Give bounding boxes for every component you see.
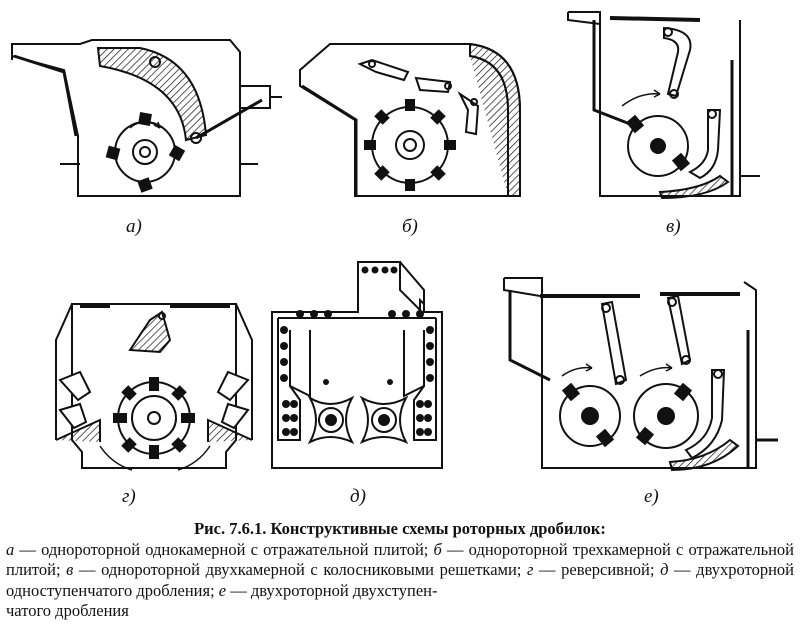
caption-last-line: чатого дробления (6, 601, 129, 620)
label-v: в) (666, 216, 681, 237)
caption-body: а — однороторной однокамерной с отражате… (6, 540, 794, 622)
label-b: б) (402, 216, 418, 237)
caption-text: — двухроторной одноступенчатого дроблени… (6, 560, 794, 600)
caption-letter: е (218, 580, 227, 600)
schematic-e (503, 277, 778, 472)
schematic-a (11, 39, 282, 197)
figure-caption: Рис. 7.6.1. Конструктивные схемы роторны… (6, 519, 794, 622)
schematic-d (271, 261, 443, 469)
crusher-schematics-figure (11, 11, 778, 472)
caption-title: Рис. 7.6.1. Конструктивные схемы роторны… (194, 519, 606, 538)
caption-letter: б (433, 539, 442, 559)
label-g: г) (122, 486, 136, 507)
caption-letter: д (660, 560, 669, 579)
schematic-g (55, 303, 253, 471)
caption-text: — однороторной двухкамерной с колосников… (73, 560, 527, 579)
label-e: е) (644, 486, 659, 507)
caption-letter: в (66, 560, 74, 579)
schematic-b (299, 42, 521, 197)
caption-letter: г (527, 560, 534, 579)
caption-text: — однороторной трехкамерной с отражатель… (6, 539, 795, 580)
caption-text: — двухроторной двухступен- (226, 580, 438, 600)
label-a: а) (126, 216, 142, 237)
caption-text: — реверсивной; (533, 560, 661, 579)
caption-letter: а (6, 539, 15, 559)
caption-text: — однороторной однокамерной с отражатель… (14, 539, 434, 559)
schematic-v (567, 11, 760, 200)
label-d: д) (350, 486, 366, 507)
